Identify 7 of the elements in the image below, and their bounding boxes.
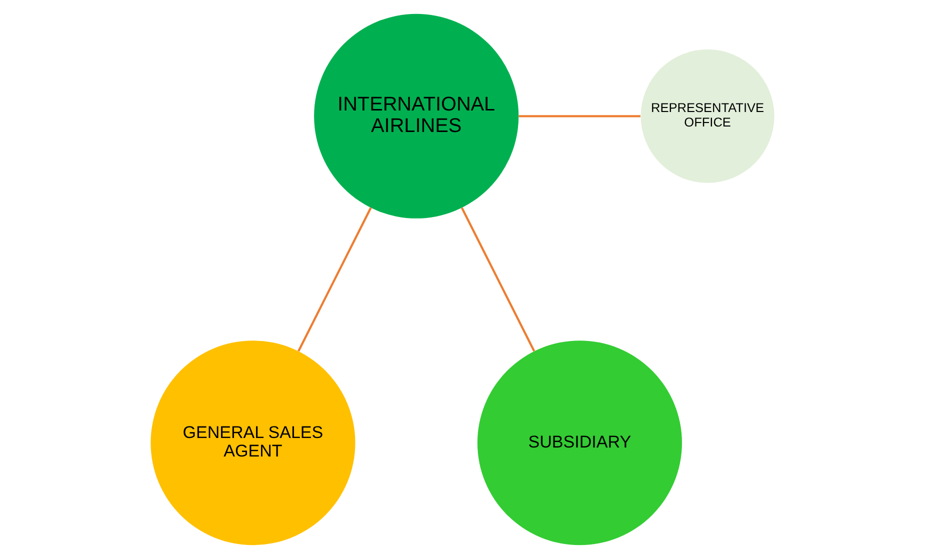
node-circle: REPRESENTATIVE OFFICE [640,49,774,183]
connector [460,207,536,352]
connector [518,115,640,118]
node-circle: SUBSIDIARY [477,340,682,546]
connector [298,207,372,352]
node-circle: INTERNATIONAL AIRLINES [314,14,519,218]
node-circle: GENERAL SALES AGENT [150,340,356,546]
